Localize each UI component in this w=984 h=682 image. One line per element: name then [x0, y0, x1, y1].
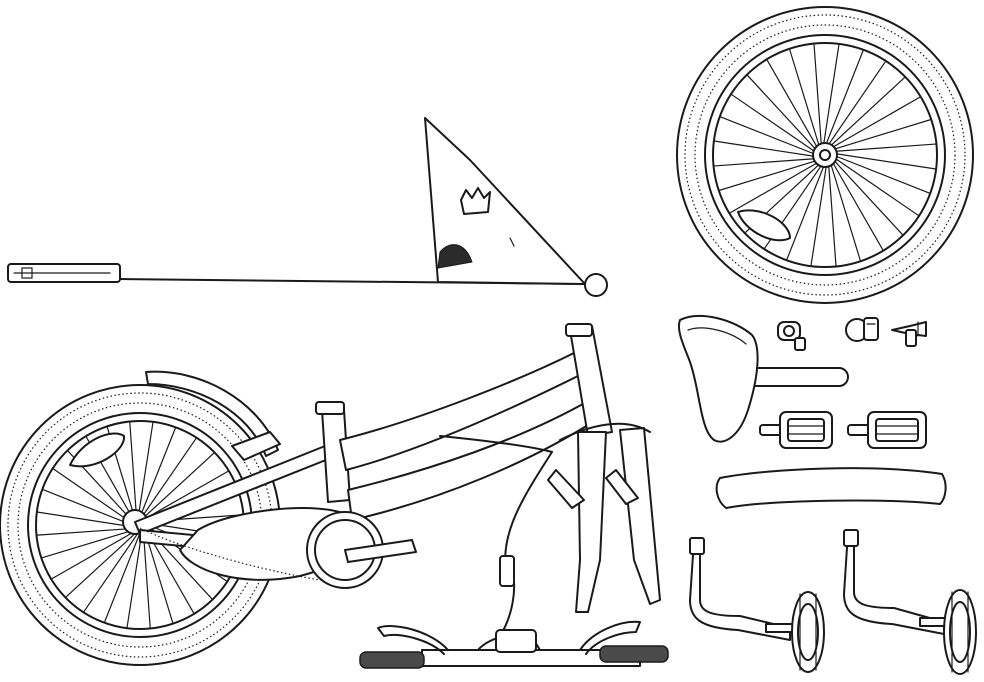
- spoke: [144, 470, 229, 520]
- spoke: [139, 427, 176, 518]
- spoke: [65, 531, 138, 598]
- spoke: [52, 468, 133, 524]
- spoke: [829, 96, 921, 150]
- rear-spoke-reflector: [69, 432, 126, 468]
- spoke: [142, 531, 151, 629]
- front-fork-right: [619, 427, 661, 605]
- spoke: [51, 530, 136, 580]
- front-mudguard: [715, 467, 947, 509]
- right-pedal: [847, 411, 927, 449]
- front-hub: [812, 142, 838, 168]
- spoke: [827, 76, 906, 149]
- spoke: [37, 511, 133, 528]
- spoke: [42, 489, 133, 526]
- spoke: [719, 159, 820, 191]
- spoke: [830, 119, 931, 151]
- right-brake-lever: [579, 620, 641, 651]
- spoke: [129, 421, 138, 519]
- flag-pole-tip: [584, 273, 608, 297]
- spoke: [786, 162, 826, 260]
- spoke: [714, 140, 818, 158]
- spoke: [830, 159, 884, 251]
- left-pedal: [759, 411, 833, 449]
- training-wheel-right: [843, 529, 977, 675]
- spoke: [832, 156, 919, 216]
- spoke-reflector: [737, 209, 791, 242]
- spoke: [829, 160, 861, 261]
- spoke: [104, 532, 141, 623]
- handlebar-with-brake-levers: [359, 620, 669, 669]
- spoke: [126, 532, 143, 628]
- spoke: [827, 161, 837, 267]
- crank-arm: [344, 539, 417, 563]
- bicycle-frame-with-rear-wheel: [0, 323, 661, 666]
- safety-flag: [7, 117, 608, 297]
- spoke: [832, 154, 930, 194]
- spoke: [144, 530, 174, 624]
- spoke: [831, 157, 904, 236]
- reflector: [845, 317, 879, 342]
- spoke: [137, 422, 154, 518]
- spoke: [83, 532, 139, 613]
- spoke: [720, 116, 818, 156]
- training-wheel-left: [689, 537, 825, 673]
- spoke: [766, 59, 820, 151]
- spoke: [141, 437, 197, 518]
- spoke: [826, 61, 886, 148]
- flag-pattern: [437, 244, 473, 269]
- spoke: [810, 162, 828, 266]
- spoke: [713, 157, 819, 167]
- rear-brake: [231, 431, 281, 461]
- saddle: [678, 314, 759, 443]
- saddle-with-seatpost: [678, 314, 849, 443]
- top-tube: [339, 351, 587, 471]
- front-brake-arm-right: [605, 469, 639, 505]
- spoke: [822, 44, 840, 148]
- spoke: [789, 49, 821, 150]
- left-grip: [359, 651, 425, 669]
- bell: [777, 321, 806, 351]
- stem-clamp: [495, 629, 537, 653]
- front-fork: [575, 431, 607, 613]
- brake-cable: [439, 435, 553, 453]
- spoke: [729, 160, 821, 214]
- spoke: [36, 527, 134, 536]
- spoke: [832, 152, 936, 170]
- spoke: [41, 529, 135, 559]
- flag-cloth: [424, 117, 586, 285]
- right-grip: [599, 645, 669, 663]
- spoke: [746, 74, 819, 153]
- spoke: [831, 143, 937, 153]
- spoke: [142, 452, 215, 519]
- seatpost: [741, 367, 849, 387]
- spoke: [813, 43, 823, 149]
- valve-cap: [891, 321, 927, 347]
- spoke: [824, 50, 864, 148]
- chain: [139, 527, 321, 581]
- front-brake-arm: [547, 469, 585, 509]
- spoke: [731, 94, 818, 154]
- front-wheel: [676, 6, 974, 304]
- crown-emblem: [460, 187, 491, 215]
